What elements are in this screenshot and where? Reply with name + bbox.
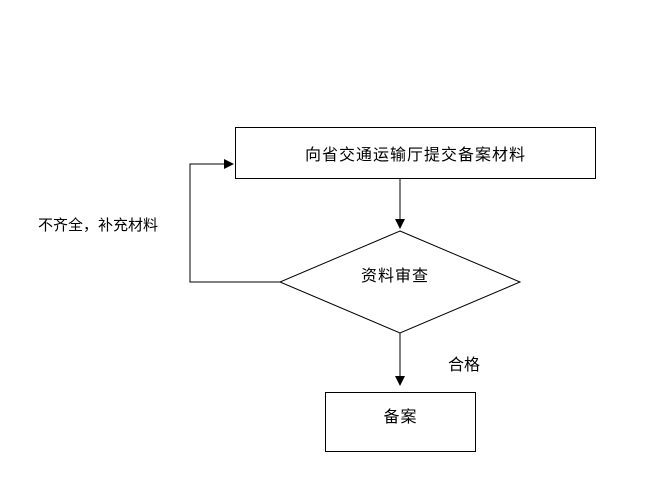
step-record-label: 备案 <box>383 407 418 426</box>
step-review-label: 资料审查 <box>361 266 430 285</box>
edge-label-qualified: 合格 <box>448 355 481 374</box>
arrow-review-back-to-submit <box>189 159 280 283</box>
step-record: 备案 <box>325 392 476 452</box>
step-submit-materials: 向省交通运输厅提交备案材料 <box>235 127 596 179</box>
edge-label-incomplete: 不齐全，补充材料 <box>38 216 159 234</box>
step-submit-label: 向省交通运输厅提交备案材料 <box>304 145 526 164</box>
